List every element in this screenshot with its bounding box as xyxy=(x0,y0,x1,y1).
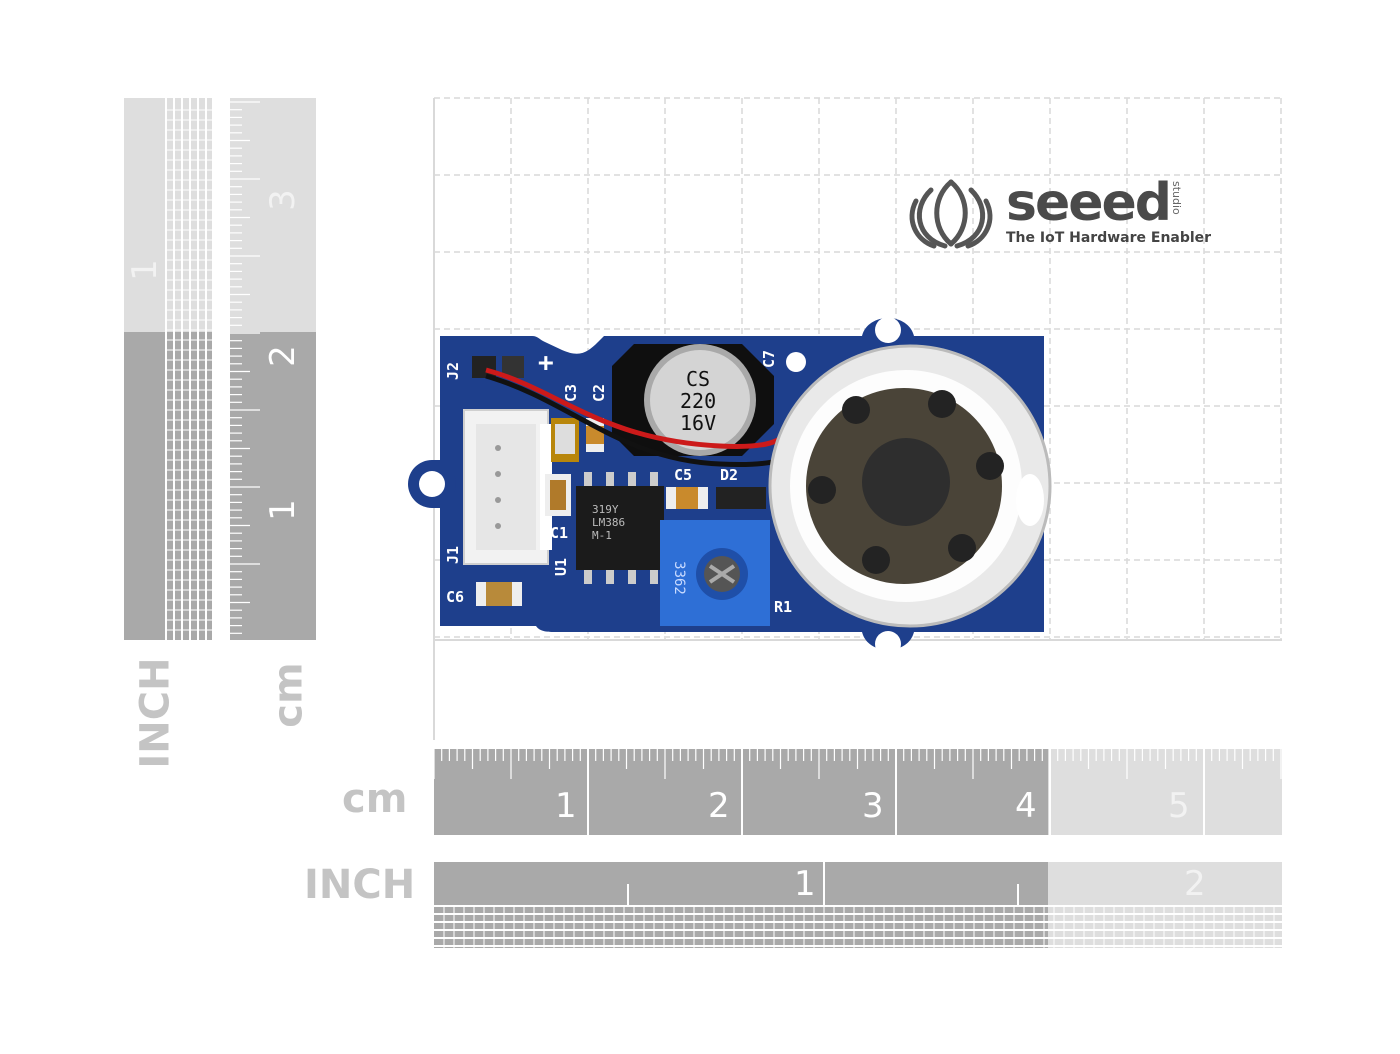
bottom-inch-ruler xyxy=(434,862,1282,948)
logo-tagline: The IoT Hardware Enabler xyxy=(1006,230,1212,246)
speaker xyxy=(768,344,1052,628)
red-wire xyxy=(485,367,793,449)
silk-u1: U1 xyxy=(552,557,571,577)
j2-pad xyxy=(502,356,524,378)
potentiometer xyxy=(660,520,770,626)
silk-d2: D2 xyxy=(720,466,739,484)
left-inch-ruler xyxy=(124,98,212,640)
ic-text: 319Y xyxy=(592,503,619,516)
silk-r1: R1 xyxy=(774,598,793,616)
j2-pad xyxy=(472,356,496,378)
silk-c7: C7 xyxy=(760,349,779,369)
capacitor-text: CS xyxy=(686,367,711,391)
grove-connector xyxy=(463,409,552,565)
bottom-inch-tick: 1 xyxy=(794,864,816,904)
left-cm-tick: 1 xyxy=(262,499,303,521)
left-inch-tick: 1 xyxy=(124,259,165,281)
logo-studio-text: studio xyxy=(1170,181,1183,215)
electrolytic-capacitor xyxy=(612,344,774,456)
bottom-inch-tick: 2 xyxy=(1184,864,1206,904)
ic-text: M-1 xyxy=(592,529,612,542)
silk-c1: C1 xyxy=(550,524,569,542)
bottom-cm-unit: cm xyxy=(342,776,408,822)
left-inch-unit: INCH xyxy=(132,657,179,769)
bottom-cm-ruler xyxy=(433,749,1282,835)
silk-c6: C6 xyxy=(446,588,465,606)
bottom-cm-tick: 4 xyxy=(1015,786,1037,826)
bottom-cm-tick: 5 xyxy=(1168,786,1190,826)
left-cm-unit: cm xyxy=(265,662,312,728)
capacitor-text: 220 xyxy=(680,389,717,413)
potentiometer-text: 3362 xyxy=(670,561,687,595)
lm386-chip xyxy=(576,472,664,584)
black-wire xyxy=(485,373,792,467)
silk-plus: + xyxy=(538,348,554,378)
silk-j2: J2 xyxy=(444,361,463,381)
left-cm-tick: 3 xyxy=(262,189,303,211)
ic-text: LM386 xyxy=(592,516,626,529)
left-cm-ruler xyxy=(230,98,316,640)
bottom-cm-tick: 3 xyxy=(862,786,884,826)
silk-c5: C5 xyxy=(674,466,693,484)
silk-j1: J1 xyxy=(444,545,463,565)
seeed-logo-icon xyxy=(909,179,993,249)
logo-wordmark: seeed xyxy=(1006,173,1172,233)
bottom-inch-unit: INCH xyxy=(304,862,416,908)
left-cm-tick: 2 xyxy=(262,345,303,367)
silk-c3: C3 xyxy=(562,383,581,403)
capacitor-text: 16V xyxy=(680,411,717,435)
bottom-cm-tick: 1 xyxy=(555,786,577,826)
silk-c2: C2 xyxy=(590,383,609,403)
bottom-cm-tick: 2 xyxy=(708,786,730,826)
